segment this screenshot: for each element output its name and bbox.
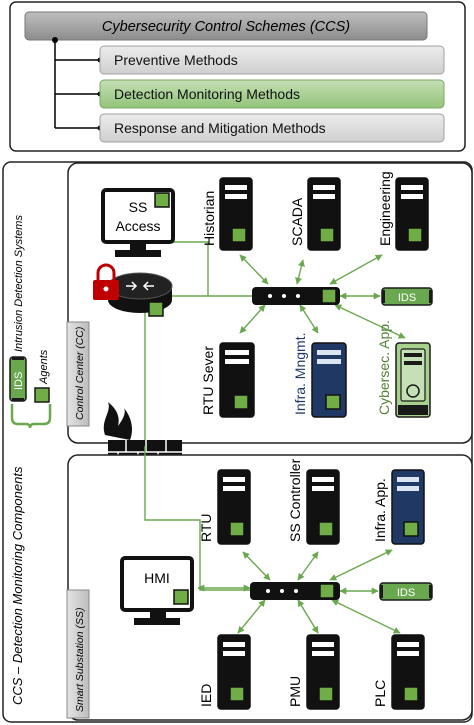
method-preventive — [99, 45, 445, 75]
ss-access-agent-icon — [154, 192, 170, 208]
ss-device-4-label: IED — [198, 684, 214, 707]
ss-access-monitor: SS Access — [101, 188, 175, 257]
ss-device-6 — [391, 634, 425, 710]
substation-panel: Smart Substation (SS) HMI — [66, 446, 473, 721]
ss-device-4-agent-icon — [229, 686, 245, 702]
legend-bracket — [10, 404, 52, 429]
legend-agents-label: Agents — [38, 349, 50, 385]
ss-device-4 — [217, 634, 251, 710]
ss-device-3-agent-icon — [403, 521, 419, 537]
cc-server-6-label: Cybersec. App. — [376, 320, 392, 415]
ccs-header-panel: Cybersecurity Control Schemes (CCS) Prev… — [9, 1, 466, 152]
legend-ids-label: Intrusion Detection Systems — [13, 215, 25, 352]
ss-device-3 — [391, 469, 425, 545]
ss-access-label-line2: Access — [115, 218, 160, 234]
method-response-label: Response and Mitigation Methods — [114, 120, 326, 136]
router-agent-icon — [148, 301, 164, 317]
cc-server-3 — [395, 177, 429, 251]
ss-label-box — [66, 589, 90, 719]
cc-server-3-agent-icon — [407, 227, 423, 243]
cc-switch-agent-icon — [321, 288, 337, 304]
method-detection-label: Detection Monitoring Methods — [114, 86, 300, 102]
method-preventive-label: Preventive Methods — [114, 52, 238, 68]
cc-server-5-agent-icon — [325, 394, 341, 410]
ss-device-1-agent-icon — [229, 521, 245, 537]
ss-switch — [250, 582, 340, 600]
hmi-agent-icon — [173, 589, 189, 605]
ss-device-2 — [306, 469, 340, 545]
cc-server-5 — [311, 342, 347, 418]
control-center-panel: Control Center (CC) SS Access — [66, 162, 473, 446]
ss-device-5 — [306, 634, 340, 710]
ss-label: Smart Substation (SS) — [74, 608, 86, 712]
cc-server-6 — [395, 342, 431, 418]
cc-server-4-agent-icon — [233, 394, 249, 410]
cc-server-1 — [219, 177, 253, 251]
ss-device-2-agent-icon — [318, 521, 334, 537]
ccs-title-box — [24, 11, 428, 41]
cc-server-2 — [307, 177, 341, 251]
cc-switch — [252, 287, 340, 305]
ss-device-1-label: RTU — [198, 513, 214, 542]
hmi-monitor: HMI — [120, 556, 194, 625]
cc-label: Control Center (CC) — [74, 327, 86, 420]
cc-ids-tag-label: IDS — [398, 292, 416, 304]
ss-ids-tag: IDS — [379, 582, 433, 601]
ss-device-5-label: PMU — [287, 676, 303, 707]
cc-server-3-label: Engineering — [377, 171, 393, 246]
ss-device-6-label: PLC — [372, 680, 388, 707]
cc-server-4-label: RTU Sever — [200, 346, 216, 415]
cc-server-2-agent-icon — [319, 227, 335, 243]
ss-switch-agent-icon — [319, 583, 335, 599]
cc-server-4 — [219, 342, 255, 418]
cc-server-5-label: Infra. Mngmt. — [292, 333, 308, 415]
lock-icon — [93, 263, 119, 300]
ss-device-3-label: Infra. App. — [372, 478, 388, 542]
ss-ids-tag-label: IDS — [397, 587, 415, 599]
method-response — [99, 113, 445, 143]
cc-server-1-label: Historian — [201, 191, 217, 246]
cc-server-2-label: SCADA — [289, 197, 305, 246]
cc-server-1-agent-icon — [231, 227, 247, 243]
ss-device-1 — [217, 469, 251, 545]
legend-ids-tag-label: IDS — [13, 372, 25, 390]
legend-agent-icon — [34, 387, 50, 403]
method-detection — [99, 79, 445, 109]
cc-label-box — [66, 321, 90, 427]
ss-device-2-label: SS Controller — [287, 458, 303, 542]
ss-device-5-agent-icon — [318, 686, 334, 702]
hmi-label: HMI — [144, 570, 170, 586]
ss-access-label-line1: SS — [129, 199, 148, 215]
legend: CCS – Detection Monitoring Components ID… — [9, 215, 52, 705]
ccs-title: Cybersecurity Control Schemes (CCS) — [102, 19, 350, 35]
legend-title: CCS – Detection Monitoring Components — [10, 466, 25, 705]
ss-device-6-agent-icon — [403, 686, 419, 702]
router — [107, 272, 173, 317]
cc-ids-tag: IDS — [381, 287, 433, 306]
